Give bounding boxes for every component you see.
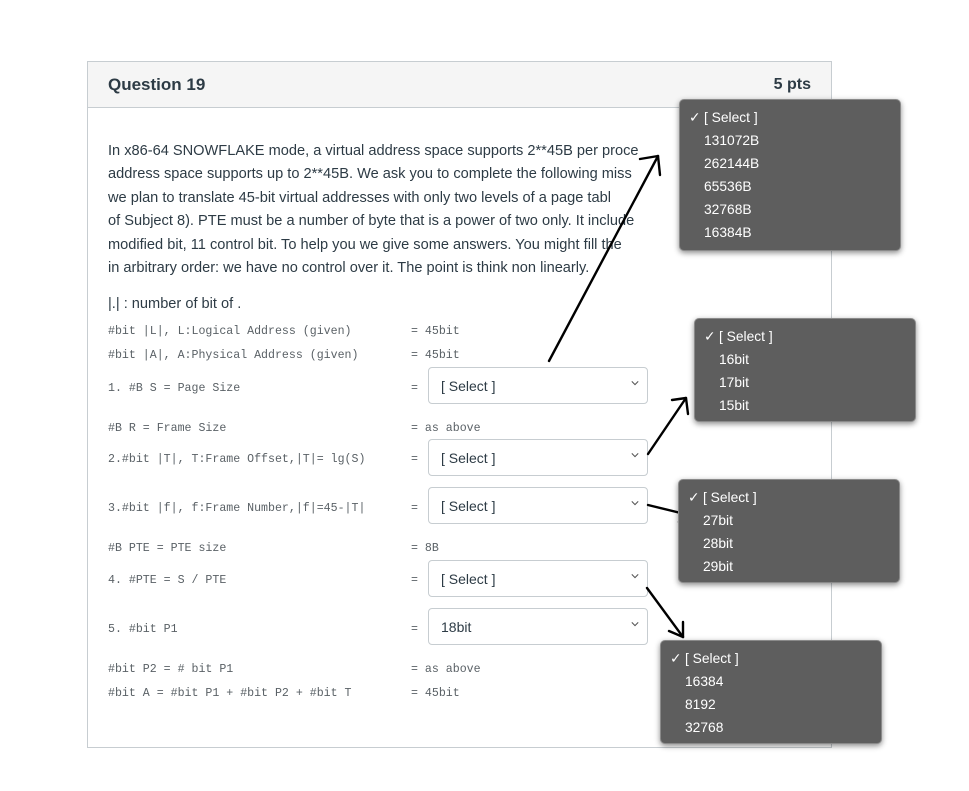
checkmark-icon: ✓	[689, 110, 701, 125]
row-page-size-eq: =	[411, 382, 418, 395]
page-size-select-value: [ Select ]	[441, 377, 496, 394]
row-physical-address-label: #bit |A|, A:Physical Address (given)	[108, 349, 359, 362]
frame-offset-select[interactable]: [ Select ]	[428, 439, 648, 476]
checkmark-icon: ✓	[670, 651, 682, 666]
chevron-down-icon	[631, 574, 639, 579]
question-points: 5 pts	[773, 75, 811, 93]
question-text-line: of Subject 8). PTE must be a number of b…	[108, 213, 635, 230]
frame-offset-option[interactable]: 16bit	[719, 352, 749, 367]
num-pte-option[interactable]: 16384	[685, 674, 724, 689]
page-size-options-popup: ✓[ Select ] 131072B 262144B 65536B 32768…	[679, 99, 901, 251]
chevron-down-icon	[631, 453, 639, 458]
question-text-line: modified bit, 11 control bit. To help yo…	[108, 236, 622, 253]
row-logical-address-label: #bit |L|, L:Logical Address (given)	[108, 325, 352, 338]
page-size-option[interactable]: 16384B	[704, 225, 752, 240]
question-title: Question 19	[108, 74, 206, 94]
arrow-to-frame-offset-options	[646, 396, 688, 456]
row-bit-p1-eq: =	[411, 623, 418, 636]
question-text-line: in arbitrary order: we have no control o…	[108, 259, 590, 276]
row-frame-offset-eq: =	[411, 453, 418, 466]
row-physical-address-value: = 45bit	[411, 349, 460, 362]
page-size-option[interactable]: 32768B	[704, 202, 752, 217]
checkmark-icon: ✓	[688, 490, 700, 505]
chevron-down-icon	[631, 381, 639, 386]
arrow-to-num-pte-options	[645, 586, 685, 639]
row-frame-size-value: = as above	[411, 422, 481, 435]
row-bit-p1-label: 5. #bit P1	[108, 623, 178, 636]
chevron-down-icon	[631, 622, 639, 627]
row-num-pte-eq: =	[411, 574, 418, 587]
question-text-line: we plan to translate 45-bit virtual addr…	[108, 189, 611, 206]
frame-number-option[interactable]: 28bit	[703, 536, 733, 551]
num-pte-select[interactable]: [ Select ]	[428, 560, 648, 597]
frame-offset-option[interactable]: 17bit	[719, 375, 749, 390]
arrow-to-page-size-options	[547, 154, 660, 363]
frame-offset-option[interactable]: ✓[ Select ]	[695, 325, 915, 348]
question-text-line: In x86-64 SNOWFLAKE mode, a virtual addr…	[108, 143, 639, 159]
row-frame-number-label: 3.#bit |f|, f:Frame Number,|f|=45-|T|	[108, 502, 366, 515]
row-frame-size-label: #B R = Frame Size	[108, 422, 227, 435]
frame-number-option[interactable]: 29bit	[703, 559, 733, 574]
bit-p1-select[interactable]: 18bit	[428, 608, 648, 645]
page-size-option[interactable]: 262144B	[704, 156, 760, 171]
num-pte-options-popup: ✓[ Select ] 16384 8192 32768	[660, 640, 882, 744]
num-pte-option[interactable]: 8192	[685, 697, 716, 712]
arrow-head	[667, 620, 685, 639]
page-size-option[interactable]: 65536B	[704, 179, 752, 194]
page-size-select[interactable]: [ Select ]	[428, 367, 648, 404]
question-text: In x86-64 SNOWFLAKE mode, a virtual addr…	[108, 140, 668, 280]
frame-offset-options-popup: ✓[ Select ] 16bit 17bit 15bit	[694, 318, 916, 422]
frame-number-options-popup: ✓[ Select ] 27bit 28bit 29bit	[678, 479, 900, 583]
frame-offset-select-value: [ Select ]	[441, 449, 496, 466]
num-pte-select-value: [ Select ]	[441, 570, 496, 587]
row-bit-a-label: #bit A = #bit P1 + #bit P2 + #bit T	[108, 687, 352, 700]
frame-offset-option[interactable]: 15bit	[719, 398, 749, 413]
row-num-pte-label: 4. #PTE = S / PTE	[108, 574, 227, 587]
bit-p1-select-value: 18bit	[441, 618, 472, 635]
arrow-head	[638, 154, 662, 177]
frame-number-option[interactable]: 27bit	[703, 513, 733, 528]
row-pte-size-value: = 8B	[411, 542, 439, 555]
row-frame-offset-label: 2.#bit |T|, T:Frame Offset,|T|= lg(S)	[108, 453, 366, 466]
chevron-down-icon	[631, 501, 639, 506]
num-pte-option[interactable]: ✓[ Select ]	[661, 647, 881, 670]
row-page-size-label: 1. #B S = Page Size	[108, 382, 241, 395]
page-size-option[interactable]: ✓[ Select ]	[680, 106, 900, 129]
row-bit-p2-label: #bit P2 = # bit P1	[108, 663, 234, 676]
row-pte-size-label: #B PTE = PTE size	[108, 542, 227, 555]
row-bit-p2-value: = as above	[411, 663, 481, 676]
num-pte-option[interactable]: 32768	[685, 720, 724, 735]
frame-number-option[interactable]: ✓[ Select ]	[679, 486, 899, 509]
row-logical-address-value: = 45bit	[411, 325, 460, 338]
page-size-option[interactable]: 131072B	[704, 133, 760, 148]
question-text-line: address space supports up to 2**45B. We …	[108, 166, 632, 183]
question-header: Question 19 5 pts	[88, 62, 831, 108]
row-bit-a-value: = 45bit	[411, 687, 460, 700]
frame-number-select[interactable]: [ Select ]	[428, 487, 648, 524]
row-frame-number-eq: =	[411, 502, 418, 515]
notation-note: |.| : number of bit of .	[108, 296, 242, 312]
arrow-head	[670, 396, 690, 416]
frame-number-select-value: [ Select ]	[441, 497, 496, 514]
checkmark-icon: ✓	[704, 329, 716, 344]
